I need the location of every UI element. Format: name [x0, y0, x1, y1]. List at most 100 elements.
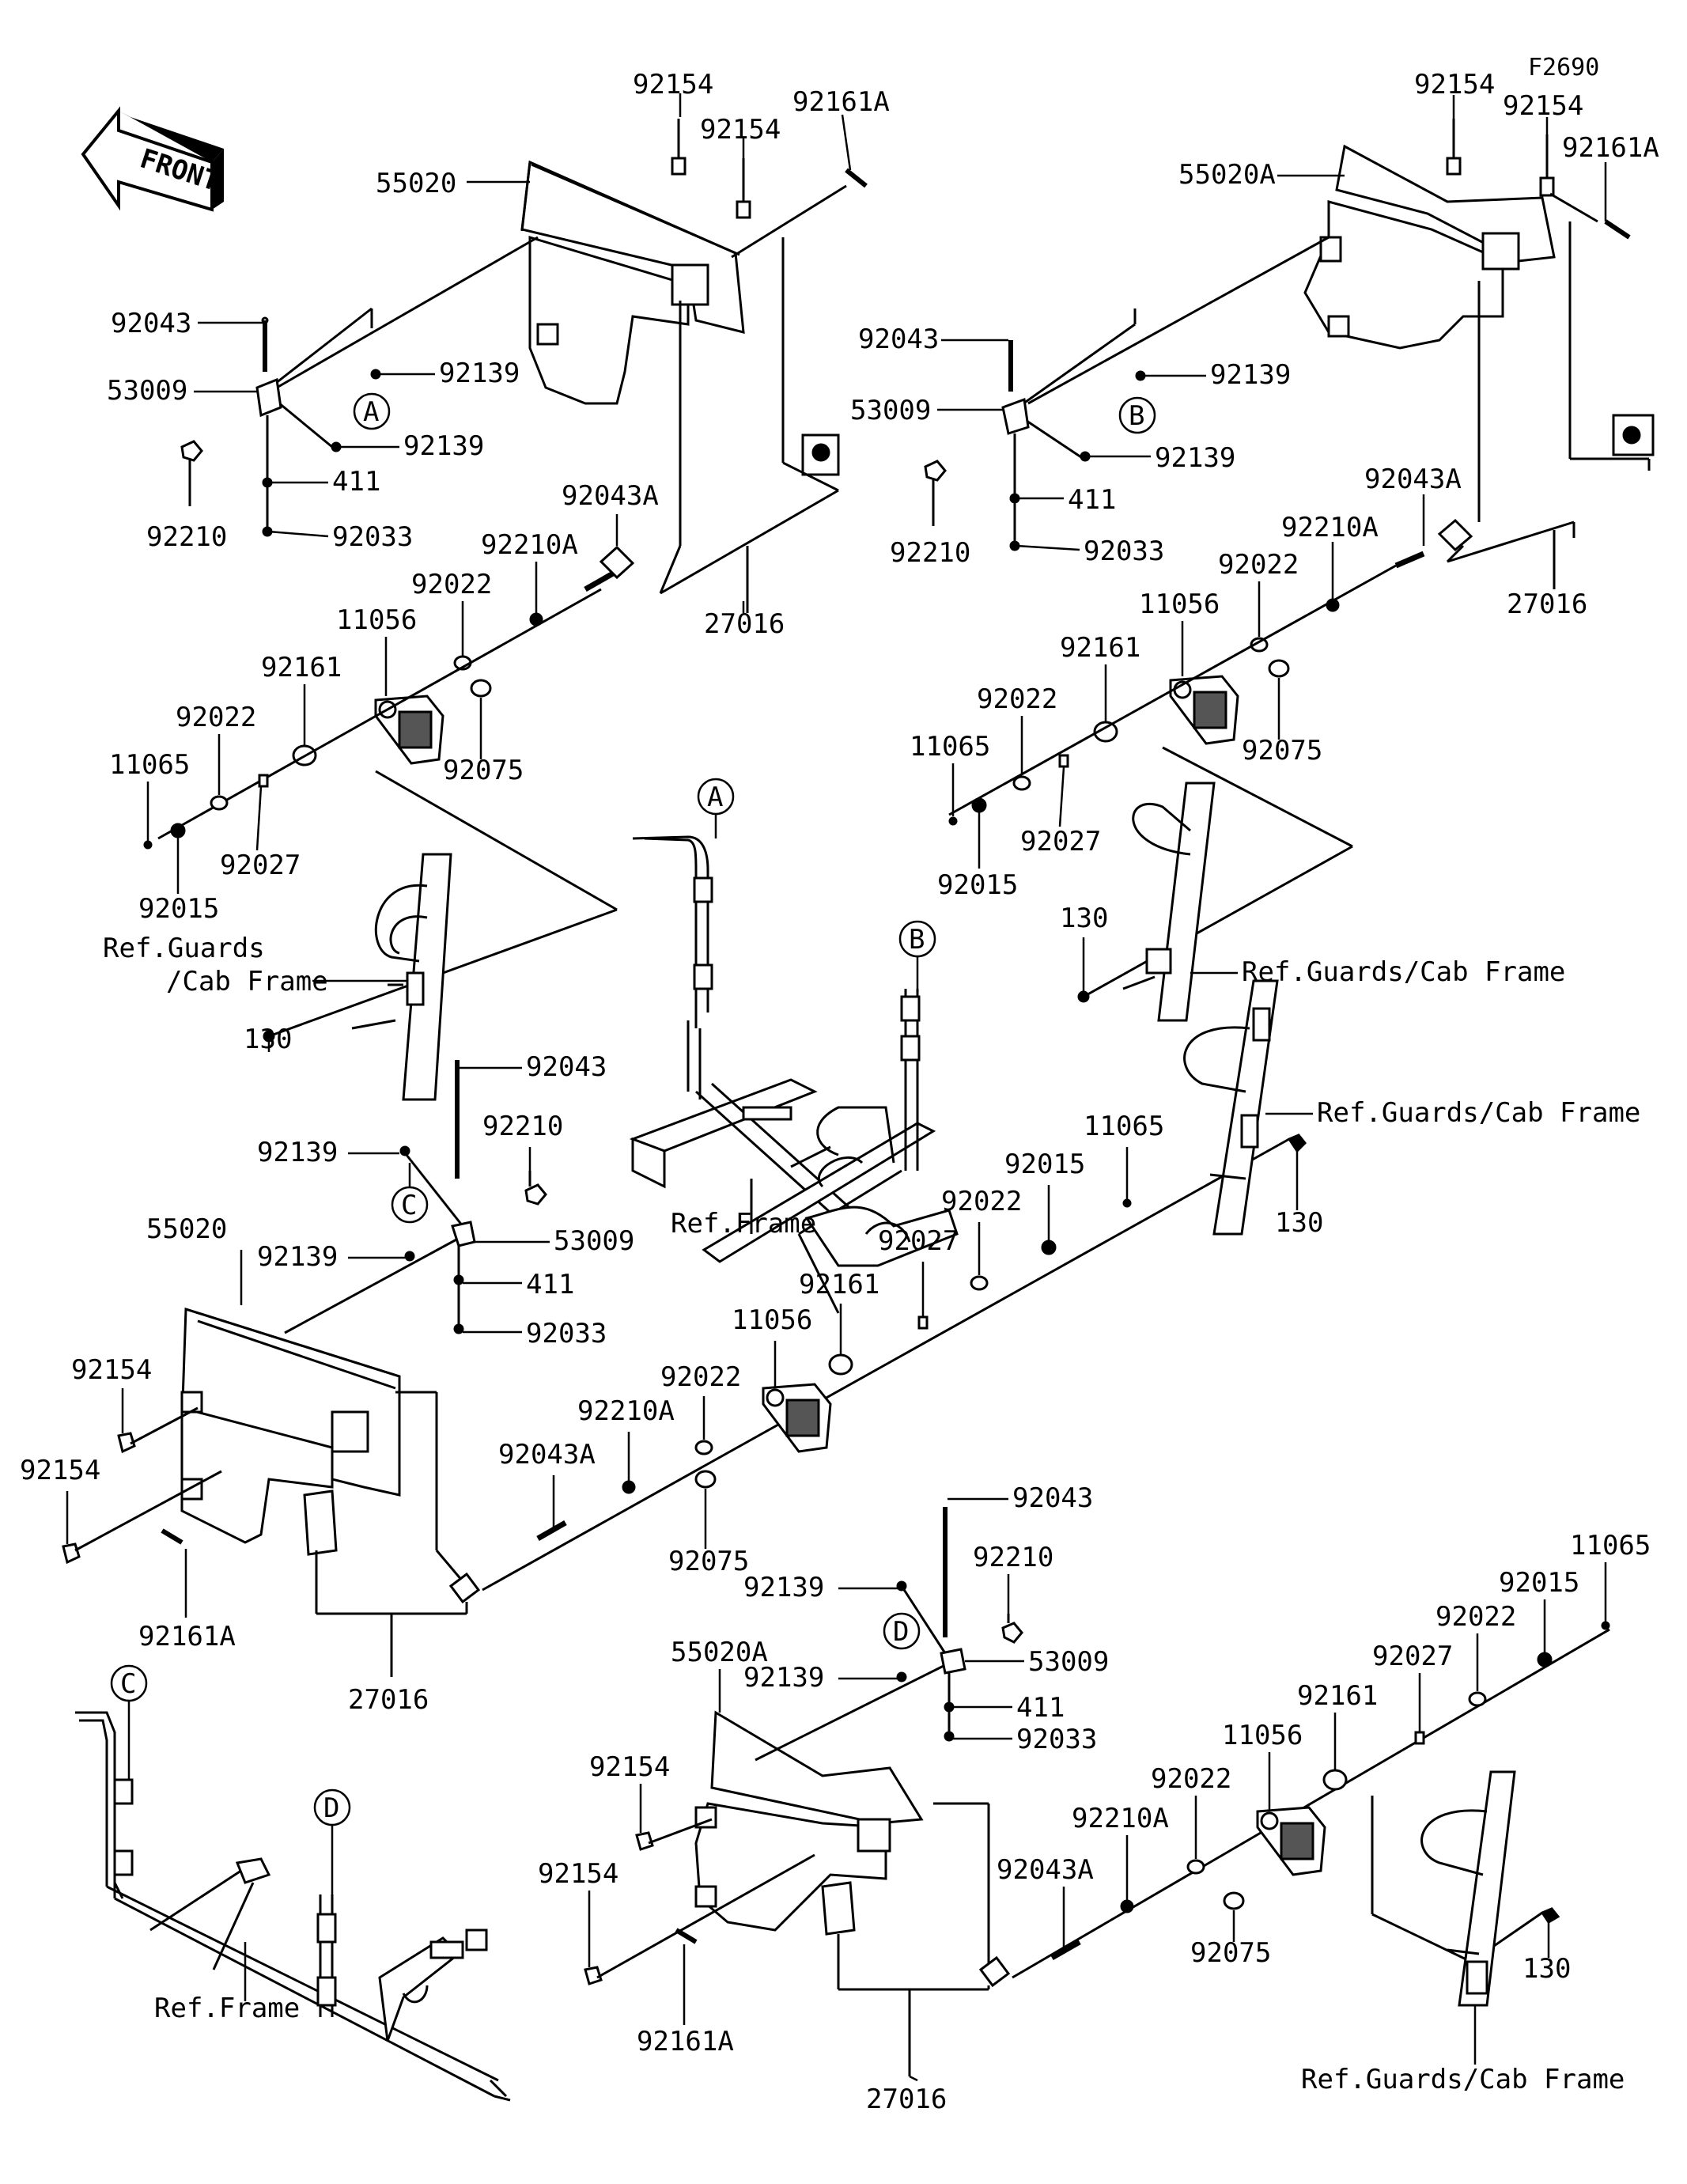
- ref-label: Ref.Guards/Cab Frame: [1242, 956, 1565, 988]
- part-label: 92043A: [562, 480, 659, 512]
- part-label: 92210A: [481, 529, 578, 561]
- part-label: 11056: [336, 604, 417, 636]
- part-label: 92022: [660, 1361, 741, 1393]
- lower-frame: [75, 1711, 511, 2102]
- circle-ref-c-q3: C: [391, 1163, 429, 1224]
- part-label: 55020A: [1178, 159, 1276, 191]
- labels-top-right: 92154 92154 92161A 55020A 92043 53009 92…: [850, 69, 1659, 993]
- part-label: 92161A: [138, 1621, 236, 1652]
- side-cover-55020A-lower: [694, 1710, 924, 1936]
- part-label: 92139: [1155, 442, 1235, 474]
- ref-label: Ref.Frame: [154, 1993, 300, 2024]
- guard-bar-q1: [351, 853, 452, 1101]
- part-label: 130: [1275, 1207, 1323, 1239]
- part-label: 92154: [633, 69, 713, 100]
- part-label: 411: [1016, 1692, 1065, 1724]
- part-label: 92075: [1190, 1937, 1271, 1969]
- circle-ref-a-center: A: [697, 778, 735, 838]
- part-label: 130: [244, 1024, 292, 1055]
- part-label: 92043A: [498, 1439, 596, 1471]
- part-label: 92210A: [1072, 1803, 1169, 1834]
- part-label: 92075: [1242, 735, 1322, 766]
- part-label: 27016: [348, 1684, 429, 1716]
- circle-ref-letter: A: [363, 396, 379, 428]
- part-label: 92022: [977, 683, 1057, 715]
- part-label: 130: [1522, 1953, 1571, 1985]
- part-label: 92043: [1012, 1482, 1093, 1514]
- part-label: 92210A: [1281, 512, 1379, 543]
- part-label: 130: [1060, 903, 1108, 934]
- part-label: 92015: [937, 869, 1018, 901]
- part-label: 92161: [1297, 1680, 1378, 1712]
- ref-label: Ref.Guards/Cab Frame: [1317, 1097, 1640, 1129]
- part-label: 11056: [1222, 1720, 1303, 1751]
- part-label: 11056: [732, 1304, 812, 1336]
- part-label: 92139: [743, 1572, 824, 1603]
- part-label: 92210: [973, 1542, 1053, 1573]
- guard-bar-q4: [1420, 1770, 1516, 2007]
- part-label: 92033: [1084, 536, 1164, 567]
- part-label: 27016: [1507, 589, 1587, 620]
- part-label: 55020A: [671, 1637, 768, 1668]
- part-label: 92043: [526, 1051, 607, 1083]
- part-label: 92015: [138, 893, 219, 925]
- labels-center: Ref.Frame A B: [671, 778, 936, 1240]
- part-label: 11065: [109, 749, 190, 781]
- part-label: 92033: [526, 1318, 607, 1349]
- figure-code: F2690: [1528, 54, 1599, 81]
- circle-ref-letter: C: [401, 1190, 417, 1221]
- guard-bar-q2: [1122, 782, 1216, 1022]
- part-label: 92022: [176, 702, 256, 733]
- circle-ref-letter: C: [120, 1668, 136, 1700]
- part-label: 92139: [257, 1137, 338, 1168]
- part-label: 92139: [257, 1241, 338, 1273]
- part-label: 92043: [858, 324, 939, 355]
- part-label: 92210: [146, 521, 227, 553]
- part-label: 27016: [704, 608, 785, 640]
- part-label: 92043: [111, 308, 191, 339]
- assembly-mid-left: [62, 979, 1307, 1677]
- assembly-top-left: [143, 119, 868, 1101]
- part-label: 92154: [589, 1751, 670, 1783]
- part-label: 92154: [700, 114, 781, 146]
- part-label: 92161: [261, 652, 342, 683]
- front-arrow-icon: FRONT: [81, 106, 224, 212]
- part-label: 92161A: [637, 2026, 734, 2057]
- part-label: 92022: [941, 1186, 1022, 1217]
- part-label: 92075: [668, 1546, 749, 1577]
- part-label: 92027: [1020, 826, 1101, 857]
- part-label: 92043A: [997, 1854, 1094, 1886]
- side-cover-55020: [520, 160, 745, 405]
- part-label: 92161: [1060, 632, 1140, 664]
- guard-bar-q3: [1183, 979, 1279, 1236]
- part-label: 92022: [1151, 1763, 1231, 1795]
- circle-ref-letter: D: [893, 1616, 909, 1648]
- part-label: 92139: [743, 1662, 824, 1694]
- part-label: 92154: [538, 1858, 618, 1890]
- circle-ref-d-q4: D: [883, 1612, 921, 1650]
- part-label: 11065: [910, 731, 990, 763]
- circle-ref-letter: A: [707, 782, 723, 813]
- circle-ref-letter: D: [323, 1792, 339, 1824]
- part-label: 92015: [1004, 1149, 1085, 1180]
- ref-label: Ref.Guards: [103, 933, 265, 964]
- side-cover-55020-lower: [180, 1307, 401, 1556]
- part-label: 92139: [439, 358, 520, 389]
- part-label: 411: [526, 1269, 574, 1300]
- part-label: 92139: [1210, 359, 1291, 391]
- part-label: 53009: [1028, 1646, 1109, 1678]
- part-label: 92075: [443, 755, 524, 786]
- circle-ref-letter: B: [909, 924, 925, 956]
- part-label: 92210: [482, 1111, 563, 1142]
- labels-bottom: Ref.Frame 92043 92210 92139 92139 53009 …: [110, 1482, 1651, 2115]
- part-label: 411: [332, 466, 380, 498]
- part-label: 92043A: [1364, 464, 1462, 495]
- circle-ref-c-lower: C: [110, 1664, 148, 1780]
- part-label: 53009: [850, 395, 931, 426]
- side-cover-55020A: [1303, 144, 1556, 350]
- part-label: 92154: [71, 1354, 152, 1386]
- part-label: 92022: [1218, 549, 1299, 581]
- part-label: 92027: [220, 850, 301, 881]
- part-label: 92161A: [1562, 132, 1659, 164]
